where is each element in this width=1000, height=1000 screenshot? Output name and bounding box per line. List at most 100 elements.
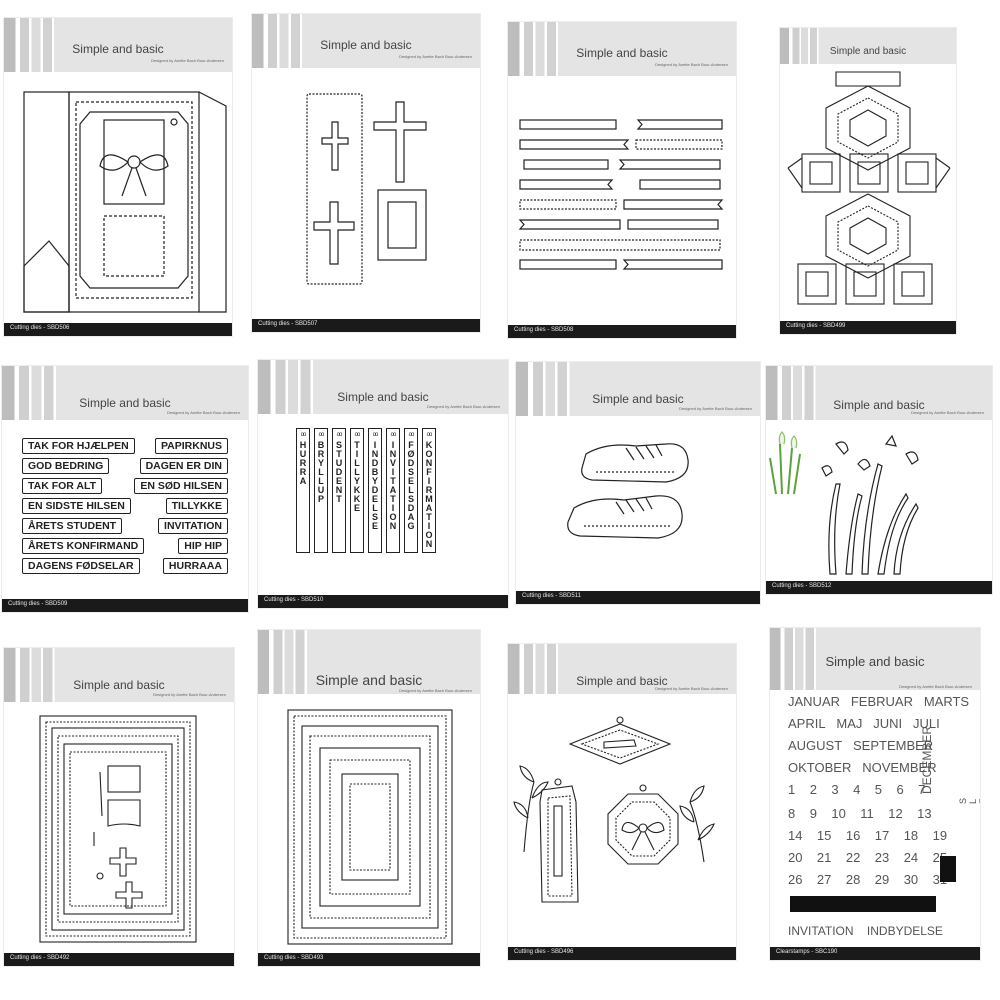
- day-stamp: 12: [888, 806, 903, 821]
- snowdrop-stamp-icon: [769, 443, 801, 495]
- phrase-row: ÅRETS KONFIRMAND HIP HIP: [22, 538, 228, 554]
- designer-credit: Designed by Anette Bach Buur-Andersen: [399, 54, 472, 59]
- month-stamp: NOVEMBER: [862, 760, 937, 775]
- month-stamp: JUNI: [873, 716, 903, 731]
- month-stamp: MARTS: [923, 694, 970, 709]
- phrase-die: ÅRETS KONFIRMAND: [22, 538, 145, 554]
- month-row: JANUAR FEBRUAR MARTS: [788, 694, 969, 709]
- card-footer: Cutting dies - SBD509: [2, 599, 248, 612]
- month-stamp: FEBRUAR: [850, 694, 913, 709]
- weekday-stamp: S L F T O T M: [958, 793, 980, 804]
- day-stamp: 21: [816, 850, 832, 865]
- phrase-die: DAGENS FØDSELAR: [22, 558, 140, 574]
- card-header: Simple and basic Designed by Anette Bach…: [4, 18, 232, 72]
- tag-word: INVITATION: [388, 440, 398, 530]
- tag-word: TILLYKKE: [352, 440, 362, 512]
- tag-word: INDBYDELSE: [370, 440, 380, 530]
- day-stamp: 8: [788, 806, 796, 821]
- product-card-sbd507[interactable]: Simple and basic Designed by Anette Bach…: [252, 14, 480, 332]
- product-card-sbd510[interactable]: Simple and basic Designed by Anette Bach…: [258, 360, 508, 608]
- phrase-die: EN SIDSTE HILSEN: [22, 498, 131, 514]
- card-header: Simple and basic Designed by Anette Bach…: [508, 644, 736, 694]
- phrase-die: ÅRETS STUDENT: [22, 518, 123, 534]
- day-row: 14 15 16 17 18 19: [788, 828, 947, 843]
- card-footer: Cutting dies - SBD511: [516, 591, 760, 604]
- product-card-sbd506[interactable]: Simple and basic Designed by Anette Bach…: [4, 18, 232, 336]
- month-row: APRIL MAJ JUNI JULI: [788, 716, 940, 731]
- day-stamp: 18: [903, 828, 919, 843]
- word-row: INVITATION INDBYDELSE: [788, 924, 943, 938]
- designer-credit: Designed by Anette Bach Buur-Andersen: [655, 686, 728, 691]
- product-code: Cutting dies - SBD499: [786, 323, 846, 329]
- die-illustration: [780, 68, 956, 318]
- day-row: 26 27 28 29 30 31: [788, 872, 947, 887]
- month-stamp: SEPTEMBER: [853, 738, 934, 753]
- phrase-die: DAGEN ER DIN: [139, 458, 228, 474]
- product-card-sbd509[interactable]: Simple and basic Designed by Anette Bach…: [2, 366, 248, 612]
- product-card-sbd493[interactable]: Simple and basic Designed by Anette Bach…: [258, 630, 480, 966]
- card-header: Simple and basic Designed by Anette Bach…: [252, 14, 480, 68]
- die-illustration: [4, 706, 234, 950]
- brand-name: Simple and basic: [833, 398, 925, 412]
- product-card-sbd492[interactable]: Simple and basic Designed by Anette Bach…: [4, 648, 234, 966]
- phrase-die: EN SØD HILSEN: [134, 478, 228, 494]
- day-stamp: 27: [816, 872, 832, 887]
- phrase-die: TAK FOR HJÆLPEN: [22, 438, 135, 454]
- card-footer: Cutting dies - SBD506: [4, 323, 232, 336]
- month-stamp: APRIL: [788, 716, 826, 731]
- product-card-sbd512[interactable]: Simple and basic Designed by Anette Bach…: [766, 366, 992, 594]
- product-code: Cutting dies - SBD507: [258, 321, 318, 327]
- product-card-sbd499[interactable]: Simple and basic Cutting dies - SBD499: [780, 28, 956, 334]
- designer-credit: Designed by Anette Bach Buur-Andersen: [655, 62, 728, 67]
- product-card-sbd508[interactable]: Simple and basic Designed by Anette Bach…: [508, 22, 736, 338]
- day-stamp: 30: [903, 872, 919, 887]
- product-card-sbd496[interactable]: Simple and basic Designed by Anette Bach…: [508, 644, 736, 960]
- brand-name: Simple and basic: [73, 678, 165, 692]
- leaf-icon: [513, 765, 549, 853]
- brand-name: Simple and basic: [320, 38, 412, 52]
- card-footer: Cutting dies - SBD493: [258, 953, 480, 966]
- day-stamp: 24: [903, 850, 919, 865]
- word-stamp: INVITATION: [788, 924, 854, 938]
- tag-hole-icon: oo: [408, 432, 415, 438]
- designer-credit: Designed by Anette Bach Buur-Andersen: [911, 410, 984, 415]
- day-stamp: 29: [874, 872, 890, 887]
- product-card-sbc190[interactable]: Simple and basic Designed by Anette Bach…: [770, 628, 980, 960]
- day-stamp: 10: [831, 806, 846, 821]
- phrase-die: HIP HIP: [178, 538, 228, 554]
- tag-hole-icon: oo: [300, 432, 307, 438]
- day-stamp: 16: [845, 828, 861, 843]
- product-code: Cutting dies - SBD496: [514, 949, 574, 955]
- day-row: 1 2 3 4 5 6 7: [788, 782, 925, 797]
- phrase-die: TAK FOR ALT: [22, 478, 103, 494]
- card-header: Simple and basic Designed by Anette Bach…: [258, 360, 508, 414]
- brand-name: Simple and basic: [829, 46, 907, 57]
- card-footer: Cutting dies - SBD507: [252, 319, 480, 332]
- designer-credit: Designed by Anette Bach Buur-Andersen: [399, 688, 472, 693]
- card-footer: Clearstamps - SBC190: [770, 947, 980, 960]
- day-stamp: 7: [918, 782, 926, 797]
- tag-word: BRYLLUP: [316, 440, 326, 503]
- day-stamp: 22: [845, 850, 861, 865]
- brand-name: Simple and basic: [79, 396, 171, 410]
- day-stamp: 2: [809, 782, 817, 797]
- product-card-sbd511[interactable]: Simple and basic Designed by Anette Bach…: [516, 362, 760, 604]
- day-stamp: 14: [788, 828, 803, 843]
- card-footer: Cutting dies - SBD499: [780, 321, 956, 334]
- day-stamp: 9: [809, 806, 817, 821]
- month-stamp: MAJ: [836, 716, 863, 731]
- card-header: Simple and basic Designed by Anette Bach…: [766, 366, 992, 420]
- product-code: Clearstamps - SBC190: [776, 949, 838, 955]
- brand-name: Simple and basic: [315, 672, 423, 688]
- die-illustration: [516, 420, 760, 588]
- card-footer: Cutting dies - SBD512: [766, 581, 992, 594]
